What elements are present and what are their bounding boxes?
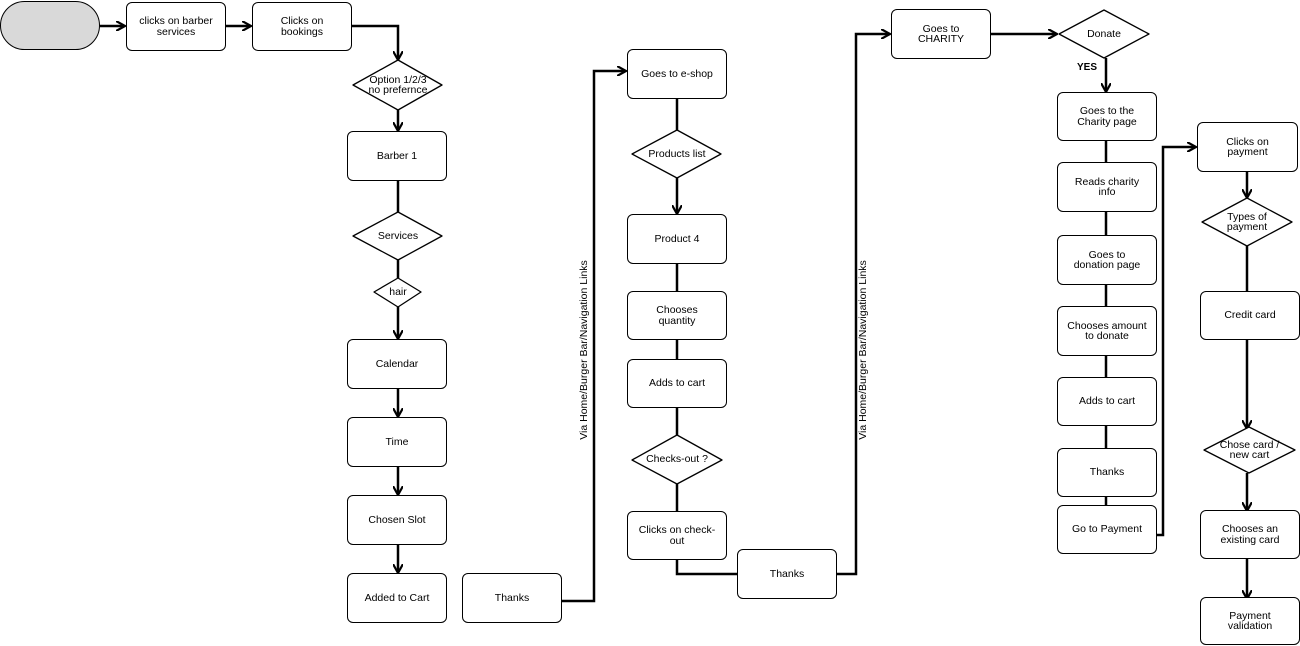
step-bookings: Clicks on bookings xyxy=(252,2,352,51)
vertical-label-navigation-2: Via Home/Burger Bar/Navigation Links xyxy=(857,260,869,440)
step-existing-card: Chooses an existing card xyxy=(1200,510,1300,559)
step-added-to-cart: Added to Cart xyxy=(347,573,447,623)
step-clicks-checkout: Clicks on check- out xyxy=(627,511,727,560)
step-donation-page: Goes to donation page xyxy=(1057,235,1157,285)
step-adds-to-cart-2: Adds to cart xyxy=(1057,377,1157,426)
edge-go-payment-to-clicks-payment xyxy=(1157,147,1195,537)
step-adds-to-cart-1: Adds to cart xyxy=(627,359,727,408)
step-product4: Product 4 xyxy=(627,214,727,264)
decision-types-payment xyxy=(1201,197,1293,247)
decision-option xyxy=(352,59,443,111)
step-clicks-payment: Clicks on payment xyxy=(1197,122,1298,172)
step-credit-card: Credit card xyxy=(1200,291,1300,340)
edge-thanks2-to-charity xyxy=(837,34,889,576)
edge-bookings-to-option xyxy=(352,24,398,59)
edge-clicks-checkout-to-thanks2 xyxy=(675,560,738,576)
step-time: Time xyxy=(347,417,447,467)
decision-services xyxy=(352,211,443,261)
step-go-to-payment: Go to Payment xyxy=(1057,505,1157,554)
step-chosen-slot: Chosen Slot xyxy=(347,495,447,545)
step-thanks-3: Thanks xyxy=(1057,448,1157,497)
step-charity-page: Goes to the Charity page xyxy=(1057,92,1157,141)
decision-chose-card xyxy=(1203,426,1296,474)
step-reads-charity-info: Reads charity info xyxy=(1057,162,1157,212)
step-payment-validation: Payment validation xyxy=(1200,597,1300,645)
vertical-label-navigation-1: Via Home/Burger Bar/Navigation Links xyxy=(578,260,590,440)
step-eshop: Goes to e-shop xyxy=(627,49,727,99)
step-calendar: Calendar xyxy=(347,339,447,389)
start-terminal xyxy=(0,1,100,50)
step-thanks-1: Thanks xyxy=(462,573,562,623)
step-barber-services: clicks on barber services xyxy=(126,2,226,51)
decision-products-list xyxy=(631,129,722,179)
decision-checkouts xyxy=(631,434,723,485)
edge-thanks1-to-eshop xyxy=(562,71,625,603)
decision-hair xyxy=(373,277,422,308)
step-chooses-amount: Chooses amount to donate xyxy=(1057,306,1157,356)
step-thanks-2: Thanks xyxy=(737,549,837,599)
edge-label-yes: YES xyxy=(1077,62,1098,73)
step-quantity: Chooses quantity xyxy=(627,291,727,340)
step-barber1: Barber 1 xyxy=(347,131,447,181)
step-charity: Goes to CHARITY xyxy=(891,9,991,59)
decision-donate xyxy=(1058,9,1150,59)
